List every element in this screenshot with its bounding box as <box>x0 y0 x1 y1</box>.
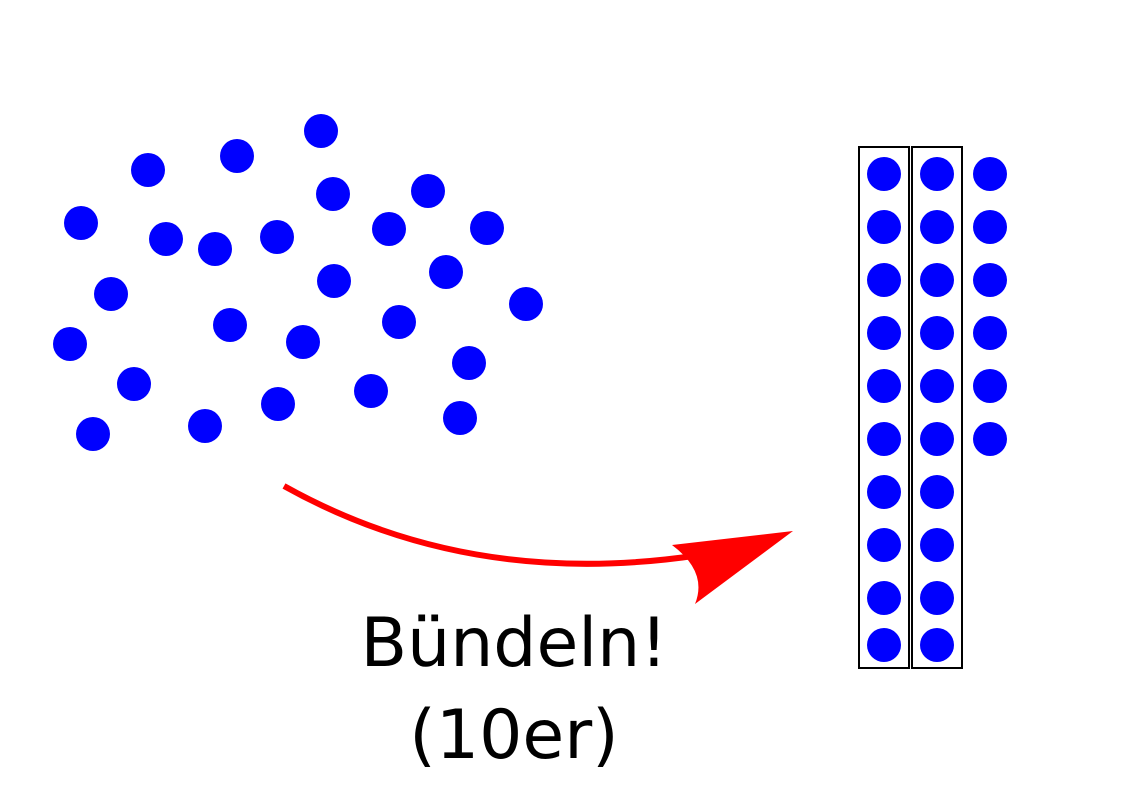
scattered-dot <box>286 325 320 359</box>
bundled-dot <box>920 369 954 403</box>
loose-dot <box>973 422 1007 456</box>
bundle-arrow <box>282 483 793 604</box>
scattered-dot <box>149 222 183 256</box>
bundled-dot <box>867 581 901 615</box>
bundled-dot <box>920 157 954 191</box>
scattered-dot <box>382 305 416 339</box>
scattered-dot <box>443 401 477 435</box>
bundled-dot <box>867 628 901 662</box>
scattered-dot <box>429 255 463 289</box>
bundle-frame <box>858 146 910 669</box>
scattered-dot <box>64 206 98 240</box>
bundle-caption-action: Bündeln! <box>360 604 668 683</box>
scattered-dot <box>354 374 388 408</box>
bundled-dot <box>867 263 901 297</box>
bundled-dot <box>867 210 901 244</box>
bundle-frame <box>911 146 963 669</box>
loose-dot <box>973 369 1007 403</box>
bundled-dot <box>867 316 901 350</box>
scattered-dot <box>316 177 350 211</box>
bundled-dot <box>920 316 954 350</box>
bundled-dot <box>867 369 901 403</box>
scattered-dot <box>509 287 543 321</box>
bundled-dot <box>920 210 954 244</box>
scattered-dot <box>213 308 247 342</box>
scattered-dots-group <box>53 114 543 451</box>
scattered-dot <box>470 211 504 245</box>
bundled-dots-group <box>858 146 1007 669</box>
loose-dot <box>973 316 1007 350</box>
bundled-dot <box>920 581 954 615</box>
scattered-dot <box>452 346 486 380</box>
bundled-dot <box>920 263 954 297</box>
scattered-dot <box>261 387 295 421</box>
scattered-dot <box>372 212 406 246</box>
bundled-dot <box>867 475 901 509</box>
scattered-dot <box>131 153 165 187</box>
bundle-caption-group-size: (10er) <box>409 696 619 775</box>
scattered-dot <box>117 367 151 401</box>
bundled-dot <box>867 528 901 562</box>
bundled-dot <box>920 628 954 662</box>
arrow-curve <box>282 483 701 567</box>
scattered-dot <box>94 277 128 311</box>
bundled-dot <box>920 422 954 456</box>
scattered-dot <box>411 174 445 208</box>
scattered-dot <box>76 417 110 451</box>
scattered-dot <box>220 139 254 173</box>
loose-dot <box>973 210 1007 244</box>
arrow-head <box>672 531 793 604</box>
scattered-dot <box>53 327 87 361</box>
scattered-dot <box>198 232 232 266</box>
scattered-dot <box>260 220 294 254</box>
scattered-dot <box>304 114 338 148</box>
loose-dot <box>973 157 1007 191</box>
bundled-dot <box>920 528 954 562</box>
bundled-dot <box>867 422 901 456</box>
bundled-dot <box>867 157 901 191</box>
scattered-dot <box>317 264 351 298</box>
loose-dot <box>973 263 1007 297</box>
bundled-dot <box>920 475 954 509</box>
scattered-dot <box>188 409 222 443</box>
